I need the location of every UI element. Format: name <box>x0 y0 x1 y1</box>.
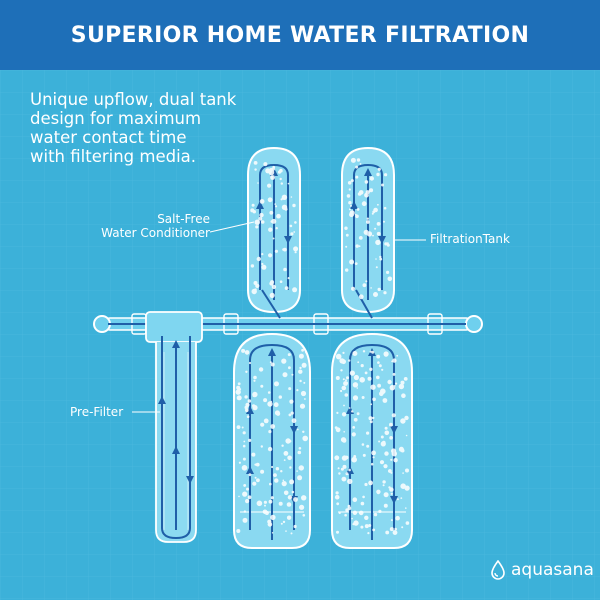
pre-filter <box>145 311 203 543</box>
callout-lines <box>132 221 426 413</box>
conditioner-label-line: Salt-Free <box>157 212 210 226</box>
page-title: SUPERIOR HOME WATER FILTRATION <box>70 22 530 48</box>
pre-filter-label: Pre-Filter <box>70 405 124 419</box>
header-banner: SUPERIOR HOME WATER FILTRATION <box>0 0 600 70</box>
intro-line: Unique upflow, dual tank <box>30 90 237 109</box>
water-drop-icon <box>491 560 505 580</box>
brand-logo: aquasana <box>490 560 594 580</box>
intro-line: with filtering media. <box>30 147 197 166</box>
intro-line: design for maximum <box>30 109 202 128</box>
conditioner-label-line: Water Conditioner <box>101 226 210 240</box>
filter-media <box>235 157 410 535</box>
brand-name: aquasana <box>511 560 594 580</box>
intro-line: water contact time <box>30 128 187 147</box>
intro-text: Unique upflow, dual tank design for maxi… <box>30 90 270 166</box>
filtration-top-tank <box>341 146 395 319</box>
conditioner-bottom-tank <box>233 332 311 549</box>
filtration-tank-label: FiltrationTank <box>430 232 510 246</box>
conditioner-top-tank <box>247 146 301 319</box>
conditioner-label: Salt-Free Water Conditioner <box>84 212 210 240</box>
